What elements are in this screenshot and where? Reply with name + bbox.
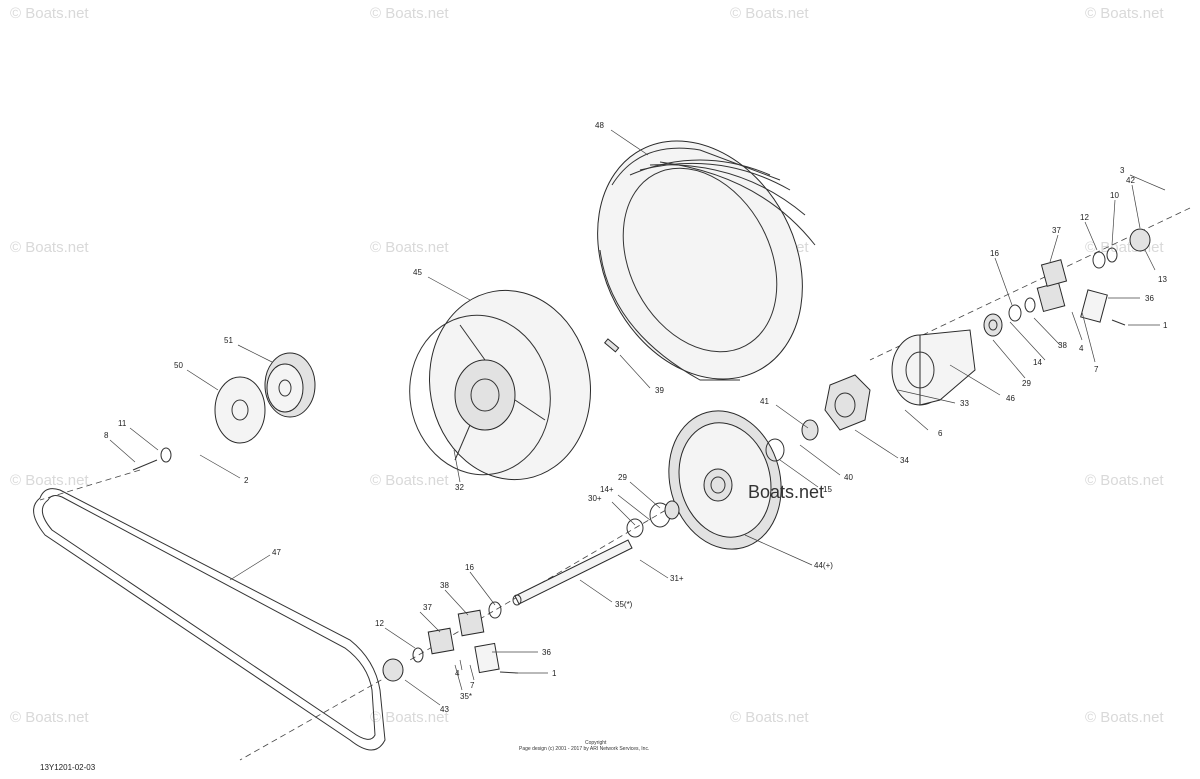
callout: 11: [118, 419, 127, 428]
watermark: © Boats.net: [10, 239, 89, 256]
callout: 50: [174, 361, 183, 370]
watermark: © Boats.net: [730, 709, 809, 726]
callout: 33: [960, 399, 969, 408]
callout: 34: [900, 456, 909, 465]
callout: 2: [244, 476, 249, 485]
callout: 14+: [600, 485, 614, 494]
callout: 8: [104, 431, 109, 440]
tire: [597, 140, 816, 381]
watermark: © Boats.net: [370, 239, 449, 256]
callout: 36: [1145, 294, 1154, 303]
callout: 14: [1033, 358, 1042, 367]
brand-mark: Boats.net: [748, 482, 824, 502]
callout: 51: [224, 336, 233, 345]
right-bearings: [626, 228, 1151, 538]
watermark: © Boats.net: [370, 5, 449, 22]
copyright-line-1: Copyright: [585, 740, 607, 746]
watermark: © Boats.net: [10, 5, 89, 22]
callout: 48: [595, 121, 604, 130]
callout: 37: [423, 603, 432, 612]
watermark: © Boats.net: [1085, 239, 1164, 256]
callout: 15: [823, 485, 832, 494]
callout: 36: [542, 648, 551, 657]
callout: 46: [1006, 394, 1015, 403]
callout: 3: [1120, 166, 1125, 175]
leaders: [109, 129, 1166, 706]
copyright-line-2: Page design (c) 2001 - 2017 by ARI Netwo…: [519, 746, 649, 752]
callout: 45: [413, 268, 422, 277]
callout: 37: [1052, 226, 1061, 235]
pulleys: [132, 352, 316, 471]
left-bearings: [382, 601, 519, 682]
callout: 30+: [588, 494, 602, 503]
callout: 31+: [670, 574, 684, 583]
callout: 7: [470, 681, 475, 690]
callout: 47: [272, 548, 281, 557]
watermark: © Boats.net: [370, 709, 449, 726]
callout: 4: [1079, 344, 1084, 353]
callout: 35*: [460, 692, 472, 701]
callout: 10: [1110, 191, 1119, 200]
sprocket: [668, 410, 782, 550]
callout: 7: [1094, 365, 1099, 374]
watermark: © Boats.net: [1085, 472, 1164, 489]
callout: 39: [655, 386, 664, 395]
watermark: © Boats.net: [1085, 709, 1164, 726]
callout: 13: [1158, 275, 1167, 284]
drive-belt: [33, 488, 386, 751]
callout: 6: [938, 429, 943, 438]
callout: 42: [1126, 176, 1135, 185]
callout: 38: [1058, 341, 1067, 350]
callout: 16: [990, 249, 999, 258]
callout: 40: [844, 473, 853, 482]
callout: 43: [440, 705, 449, 714]
callout: 41: [760, 397, 769, 406]
callout: 38: [440, 581, 449, 590]
watermark: © Boats.net: [370, 472, 449, 489]
watermark: © Boats.net: [10, 709, 89, 726]
callout: 32: [455, 483, 464, 492]
callout: 29: [618, 473, 627, 482]
hub: [824, 329, 976, 431]
watermark: © Boats.net: [1085, 5, 1164, 22]
callout: 4: [455, 669, 460, 678]
callout: 12: [1080, 213, 1089, 222]
watermark: © Boats.net: [10, 472, 89, 489]
rim: [409, 289, 620, 481]
callout: 16: [465, 563, 474, 572]
callout: 12: [375, 619, 384, 628]
callout: 1: [552, 669, 557, 678]
drawing-code: 13Y1201-02-03: [40, 763, 96, 772]
callout: 1: [1163, 321, 1168, 330]
callout: 35(*): [615, 600, 633, 609]
callout: 29: [1022, 379, 1031, 388]
callout-labels: 48 3 42 10 12 37 13 16 36 1 38 4 7 14 29…: [104, 121, 1168, 714]
axle: [512, 539, 633, 606]
callout: 44(+): [814, 561, 833, 570]
watermark: © Boats.net: [730, 5, 809, 22]
